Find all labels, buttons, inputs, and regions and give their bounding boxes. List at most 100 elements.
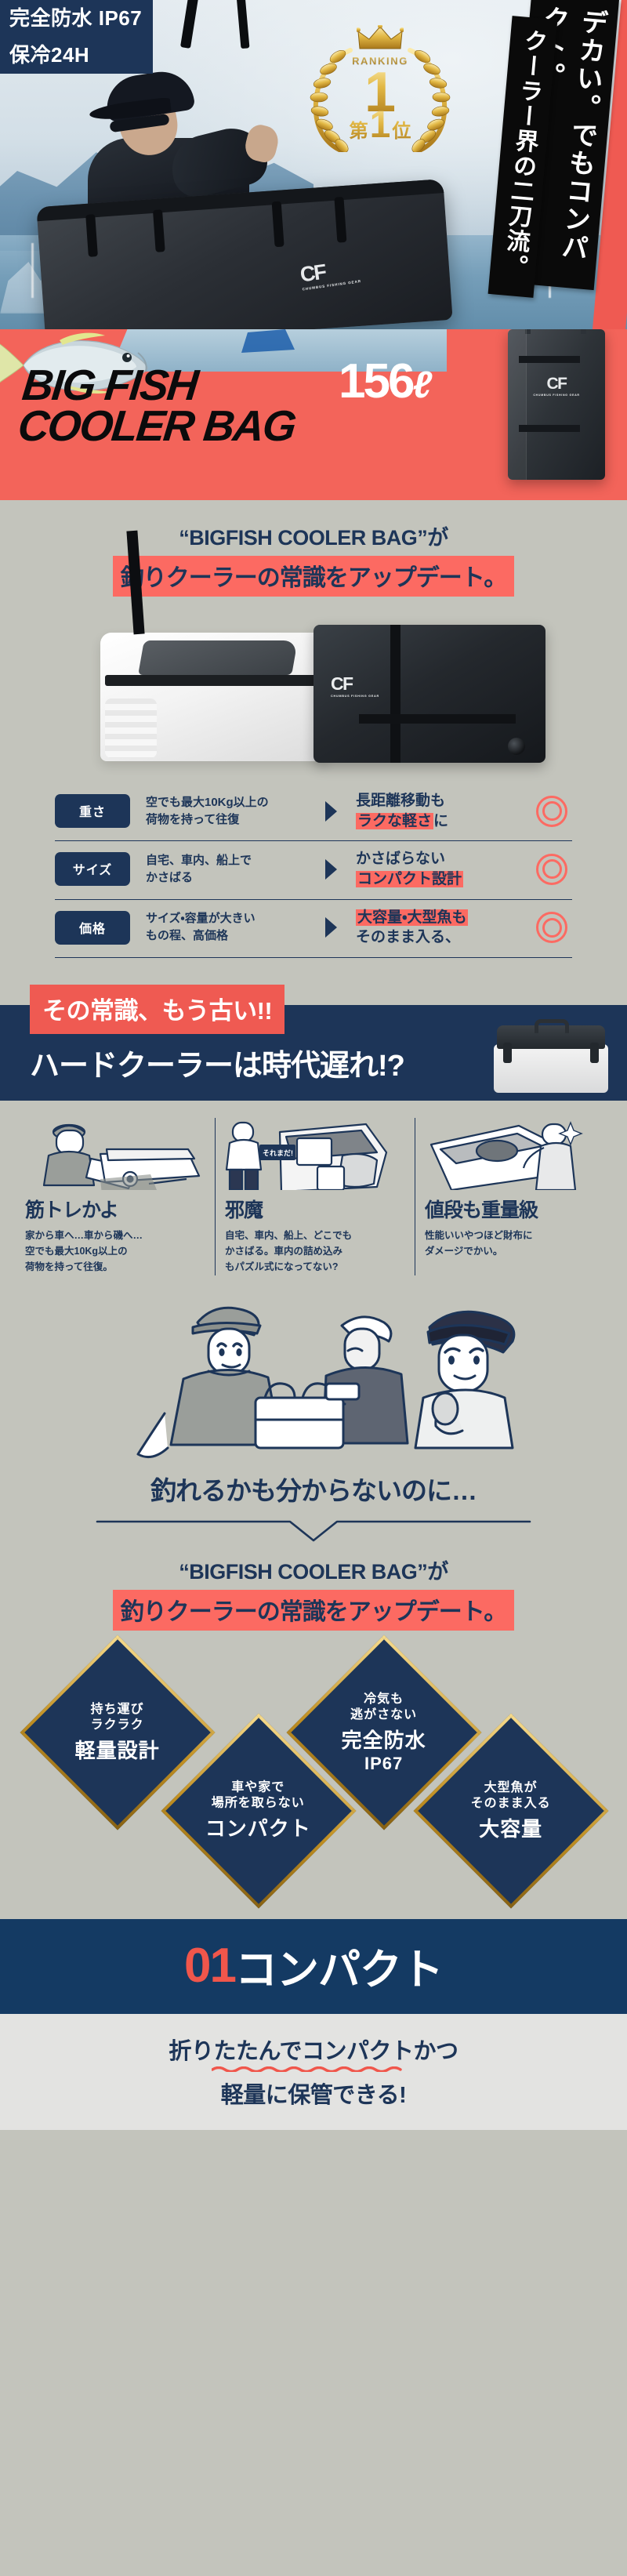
laurel-wreath-icon	[408, 48, 451, 152]
badge-cooling: 保冷24H	[0, 37, 154, 74]
comparison-after-line2: コンパクト設計	[356, 869, 527, 890]
list-item: それまだ! 邪魔 自宅、車内、船上、どこでも かさばる。車内の詰め込み もパズル…	[215, 1117, 415, 1275]
comparison-after-line1: 大容量・大型魚も	[356, 908, 527, 928]
crown-icon	[357, 25, 404, 49]
folded-bag-image: CF CHUMBUS FISHING GEAR	[508, 329, 605, 480]
folded-bag-handle	[525, 329, 586, 334]
update2-headline-line2: 釣りクーラーの常識をアップデート。	[112, 1589, 515, 1631]
diamond-big-text: 大容量	[479, 1816, 543, 1841]
update-headline-line2: 釣りクーラーの常識をアップデート。	[112, 556, 515, 597]
folded-bag-strap	[519, 356, 580, 363]
double-circle-icon	[531, 795, 572, 827]
folded-bag-side-panel	[508, 329, 527, 480]
leadin-headline: 釣れるかも分からないのに…	[150, 1475, 477, 1505]
squiggle-underline-icon	[212, 2066, 402, 2072]
ranking-badge: RANKING 1 第 1 位	[302, 22, 458, 163]
hero-section: CF CHUMBUS FISHING GEAR 完全防水 IP67 保冷24H	[0, 0, 627, 329]
table-row: 価格 サイズ・容量が大きい もの程、高価格 大容量・大型魚も そのまま入る、	[55, 900, 572, 958]
problem-body: 家から車へ…車から磯へ… 空でも最大10Kg以上の 荷物を持って往復。	[25, 1229, 143, 1273]
comparison-after-line2: ラクな軽さに	[356, 811, 527, 832]
landing-page: CF CHUMBUS FISHING GEAR 完全防水 IP67 保冷24H	[0, 0, 627, 2130]
ranking-label: RANKING	[352, 55, 408, 67]
problems-list: 筋トレかよ 家から車へ…車から磯へ… 空でも最大10Kg以上の 荷物を持って往復…	[16, 1117, 614, 1275]
comparison-before: 自宅、車内、船上で かさばる	[135, 852, 310, 887]
diamond-small-text: 車や家で 場所を取らない	[212, 1780, 306, 1810]
cooler-latch	[503, 1042, 512, 1063]
product-comparison-image: CF CHUMBUS FISHING GEAR	[55, 530, 572, 763]
soft-bag-logo-text: CF	[331, 673, 353, 694]
bag-handle	[334, 196, 347, 243]
comparison-before: サイズ・容量が大きい もの程、高価格	[135, 910, 310, 945]
cooler-handle	[535, 1018, 569, 1033]
comparison-before: 空でも最大10Kg以上の 荷物を持って往復	[135, 794, 310, 829]
comparison-after: 長距離移動も ラクな軽さに	[351, 791, 527, 831]
arrow-right-icon	[315, 917, 346, 938]
volume-unit: ℓ	[412, 365, 432, 406]
leadin-section: 釣れるかも分からないのに…	[0, 1467, 627, 1544]
comparison-tag: 価格	[55, 910, 130, 945]
product-title-band: BIG FISH COOLER BAG 156ℓ CF CHUMBUS FISH…	[0, 329, 627, 500]
table-row: サイズ 自宅、車内、船上で かさばる かさばらない コンパクト設計	[55, 841, 572, 900]
product-title-line1: BIG FISH	[20, 361, 200, 409]
comparison-after-tail: に	[433, 812, 449, 829]
product-title-line2: COOLER BAG	[16, 401, 298, 450]
soft-bag-image: CF CHUMBUS FISHING GEAR	[314, 625, 545, 763]
arrow-right-icon	[315, 858, 346, 880]
bubble-text: それまだ!	[263, 1149, 293, 1157]
hero-feature-badges: 完全防水 IP67 保冷24H	[0, 0, 154, 74]
list-item: 値段も重量級 性能いいやつほど財布に ダメージでかい。	[415, 1117, 614, 1275]
soft-bag-logo: CF CHUMBUS FISHING GEAR	[331, 673, 379, 698]
chevron-down-divider-icon	[94, 1517, 533, 1544]
three-anglers-icon	[16, 1280, 611, 1467]
expensive-cooler-icon	[425, 1118, 605, 1191]
list-item: 筋トレかよ 家から車へ…車から磯へ… 空でも最大10Kg以上の 荷物を持って往復…	[16, 1118, 215, 1275]
comparison-tag: サイズ	[55, 852, 130, 887]
problem-title: 値段も重量級	[425, 1199, 538, 1221]
hard-cooler-icon	[494, 1011, 608, 1093]
problem-title: 邪魔	[225, 1199, 263, 1221]
outdated-banner: その常識、もう古い!! ハードクーラーは時代遅れ!?	[0, 984, 627, 1101]
product-title: BIG FISH COOLER BAG	[16, 361, 302, 450]
folded-bag-logo-text: CF	[546, 375, 567, 393]
fish-icon	[0, 332, 148, 394]
folded-bag-logo-sub: CHUMBUS FISHING GEAR	[533, 394, 580, 397]
rank-suffix: 位	[392, 121, 411, 142]
outdated-red-label: その常識、もう古い!!	[30, 984, 285, 1034]
comparison-before-text: 自宅、車内、船上で かさばる	[146, 854, 252, 884]
rank-prefix: 第	[349, 121, 368, 142]
bag-logo-text: CF	[298, 259, 327, 287]
problem-body: 性能いいやつほど財布に ダメージでかい。	[425, 1229, 533, 1257]
update-section: “BIGFISH COOLER BAG”が 釣りクーラーの常識をアップデート。 …	[0, 500, 627, 1909]
comparison-after-line2: そのまま入る、	[356, 929, 461, 946]
diamond-extra-text: IP67	[364, 1753, 404, 1773]
section-sub-line1: 折りたたんでコンパクトかつ	[169, 2033, 458, 2072]
diamond-big-text: コンパクト	[205, 1816, 312, 1841]
comparison-tag: 重さ	[55, 794, 130, 829]
man-carrying-cooler-icon	[25, 1118, 205, 1195]
section-sub-line1-text: 折りたたんでコンパクトかつ	[169, 2038, 458, 2064]
problem-body: 自宅、車内、船上、どこでも かさばる。車内の詰め込み もパズル式になってない?	[225, 1229, 353, 1273]
cooler-latch	[590, 1042, 599, 1063]
car-trunk-packing-icon: それまだ!	[225, 1118, 405, 1192]
problem-title: 筋トレかよ	[25, 1199, 119, 1221]
comparison-after: 大容量・大型魚も そのまま入る、	[351, 908, 527, 948]
comparison-table: 重さ 空でも最大10Kg以上の 荷物を持って往復 長距離移動も ラクな軽さに サ…	[55, 783, 572, 958]
update-headline: “BIGFISH COOLER BAG”が 釣りクーラーの常識をアップデート。	[0, 500, 627, 604]
comparison-after-line1: 長距離移動も	[356, 793, 446, 809]
cooler-lid	[497, 1025, 605, 1049]
volume-number: 156	[339, 354, 415, 408]
ranking-number: 1	[364, 61, 397, 124]
comparison-before-text: サイズ・容量が大きい もの程、高価格	[146, 912, 256, 943]
soft-bag-vertical-strap	[390, 625, 400, 763]
section-01-header: 01コンパクト	[0, 1918, 627, 2014]
diamond-small-text: 冷気も 逃がさない	[350, 1692, 418, 1722]
section-number: 01	[184, 1938, 237, 1993]
bag-handle	[85, 214, 98, 257]
hard-cooler-ribs	[105, 698, 157, 758]
diamond-big-text: 軽量設計	[74, 1738, 161, 1762]
title-band-photo-accent	[241, 329, 295, 353]
hard-cooler-image	[100, 633, 328, 761]
boat-mast	[31, 243, 34, 298]
arrow-right-icon	[315, 800, 346, 822]
update-headline-2: “BIGFISH COOLER BAG”が 釣りクーラーの常識をアップデート。	[0, 1544, 627, 1638]
